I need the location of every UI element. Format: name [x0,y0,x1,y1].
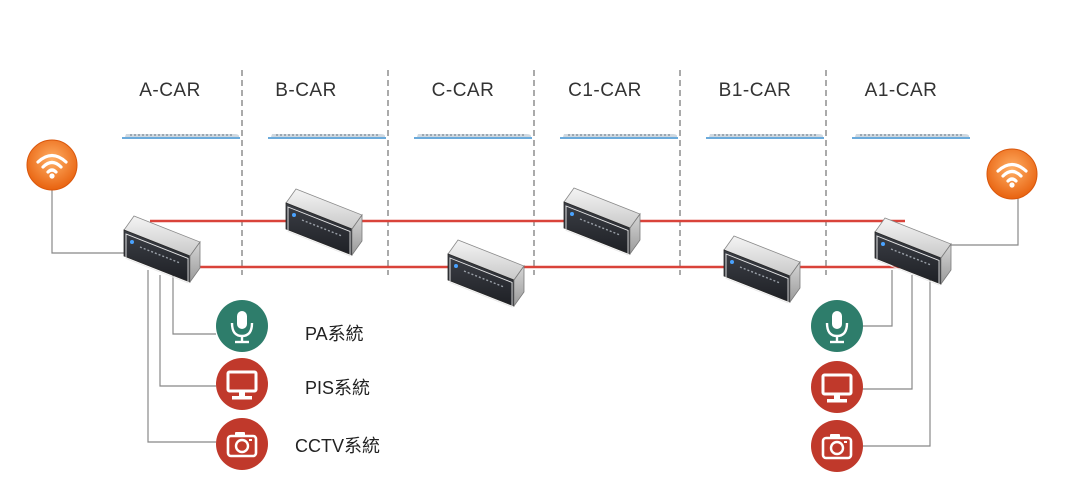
left-subsystem-links [147,270,216,443]
switch-icon-a1-car [874,217,952,286]
train-icon-c [413,133,533,139]
wifi-link-left [51,188,130,254]
wifi-link-right [946,198,1019,246]
car-label-c: C-CAR [431,80,495,101]
car-label-a1: A1-CAR [864,80,938,101]
car-label-b1: B1-CAR [718,80,792,101]
system-label-cctv: CCTV系統 [295,436,380,456]
wifi-icon-left [25,138,79,192]
switch-icon-a-car [123,215,201,284]
wifi-icon-right [985,147,1039,201]
left-system-badges [216,300,268,470]
wifi-links [51,188,1019,254]
train-icon-c1 [559,133,679,139]
car-label-b: B-CAR [275,80,337,101]
car-label-a: A-CAR [139,80,201,101]
car-label-c1: C1-CAR [568,80,642,101]
switch-icon-c1-car [563,187,641,256]
system-label-pis: PIS系統 [305,378,371,398]
switch-icon-b1-car [723,235,801,304]
train-icon-a [121,133,241,139]
car-dividers [241,70,827,275]
right-system-badges [811,300,863,472]
train-icon-b1 [705,133,825,139]
system-label-pa: PA系統 [305,324,364,344]
train-graphics [121,133,971,139]
switch-icon-b-car [285,188,363,257]
train-icon-a1 [851,133,971,139]
train-icon-b [267,133,387,139]
network-switches [123,187,952,308]
switch-icon-c-car [447,239,525,308]
right-subsystem-links [862,270,931,447]
